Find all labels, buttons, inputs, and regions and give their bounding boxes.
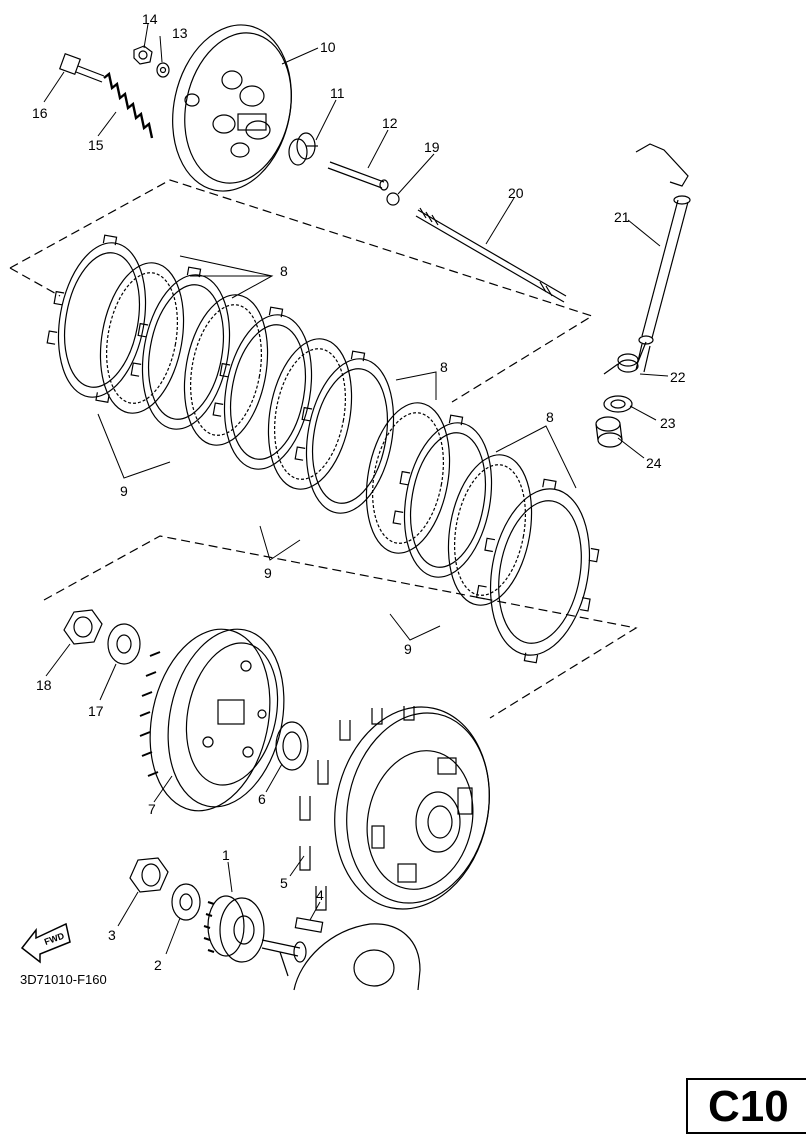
- thrust-washer: [275, 721, 309, 771]
- callout-9b: 9: [264, 565, 272, 581]
- callout-8a: 8: [280, 263, 288, 279]
- callout-17: 17: [88, 703, 104, 719]
- lock-washer: [107, 623, 141, 665]
- clutch-exploded-diagram: FWD 1 2 3 4 5: [9, 11, 691, 991]
- callout-24: 24: [646, 455, 662, 471]
- callout-14: 14: [142, 11, 158, 27]
- callout-13: 13: [172, 25, 188, 41]
- primary-driven-gear-housing: [299, 706, 490, 911]
- primary-drive-gear: [203, 895, 265, 963]
- torsion-spring: [603, 341, 647, 375]
- callout-21: 21: [614, 209, 630, 225]
- callout-22: 22: [670, 369, 686, 385]
- upper-plate-group-outline: [9, 179, 594, 403]
- push-lever-shaft: [635, 143, 691, 373]
- bearing: [595, 416, 623, 448]
- primary-drive-nut: [129, 857, 169, 893]
- washer: [156, 62, 170, 78]
- clutch-spring: [103, 71, 154, 139]
- callout-7: 7: [148, 801, 156, 817]
- clutch-boss-nut: [63, 609, 103, 645]
- callout-8b: 8: [440, 359, 448, 375]
- friction-plates-upper: [46, 234, 395, 514]
- ball: [386, 192, 400, 206]
- callout-4: 4: [316, 887, 324, 903]
- clutch-boss: [139, 628, 285, 812]
- page-tab: C10: [686, 1078, 806, 1134]
- callout-18: 18: [36, 677, 52, 693]
- callout-3: 3: [108, 927, 116, 943]
- pressure-plate: [172, 24, 292, 192]
- push-rod-short: [327, 161, 389, 191]
- callout-16: 16: [32, 105, 48, 121]
- lock-washer-2: [171, 883, 201, 921]
- callout-19: 19: [424, 139, 440, 155]
- callout-10: 10: [320, 39, 336, 55]
- callout-6: 6: [258, 791, 266, 807]
- fwd-arrow-icon: FWD: [20, 922, 71, 964]
- lower-plate-group-outline: [43, 535, 638, 719]
- callout-9a: 9: [120, 483, 128, 499]
- oil-seal: [603, 395, 633, 413]
- callout-9c: 9: [404, 641, 412, 657]
- nut: [133, 45, 153, 65]
- callout-20: 20: [508, 185, 524, 201]
- callout-1: 1: [222, 847, 230, 863]
- callout-5: 5: [280, 875, 288, 891]
- callout-23: 23: [660, 415, 676, 431]
- callout-12: 12: [382, 115, 398, 131]
- crankshaft-partial: [261, 923, 421, 991]
- push-plate: [288, 132, 318, 166]
- callout-11: 11: [330, 85, 345, 101]
- leader-lines: [43, 23, 669, 955]
- push-rod-long: [415, 207, 567, 303]
- woodruff-key: [294, 917, 324, 933]
- diagram-code: 3D71010-F160: [20, 972, 107, 987]
- page-tab-label: C10: [708, 1082, 789, 1131]
- callout-2: 2: [154, 957, 162, 973]
- callout-8c: 8: [546, 409, 554, 425]
- bolt: [58, 52, 105, 83]
- callout-15: 15: [88, 137, 104, 153]
- callout-labels: 1 2 3 4 5 6 7 8 8 8 9 9 9 10 11 12 13 14…: [32, 11, 686, 973]
- friction-plates-lower: [365, 402, 600, 664]
